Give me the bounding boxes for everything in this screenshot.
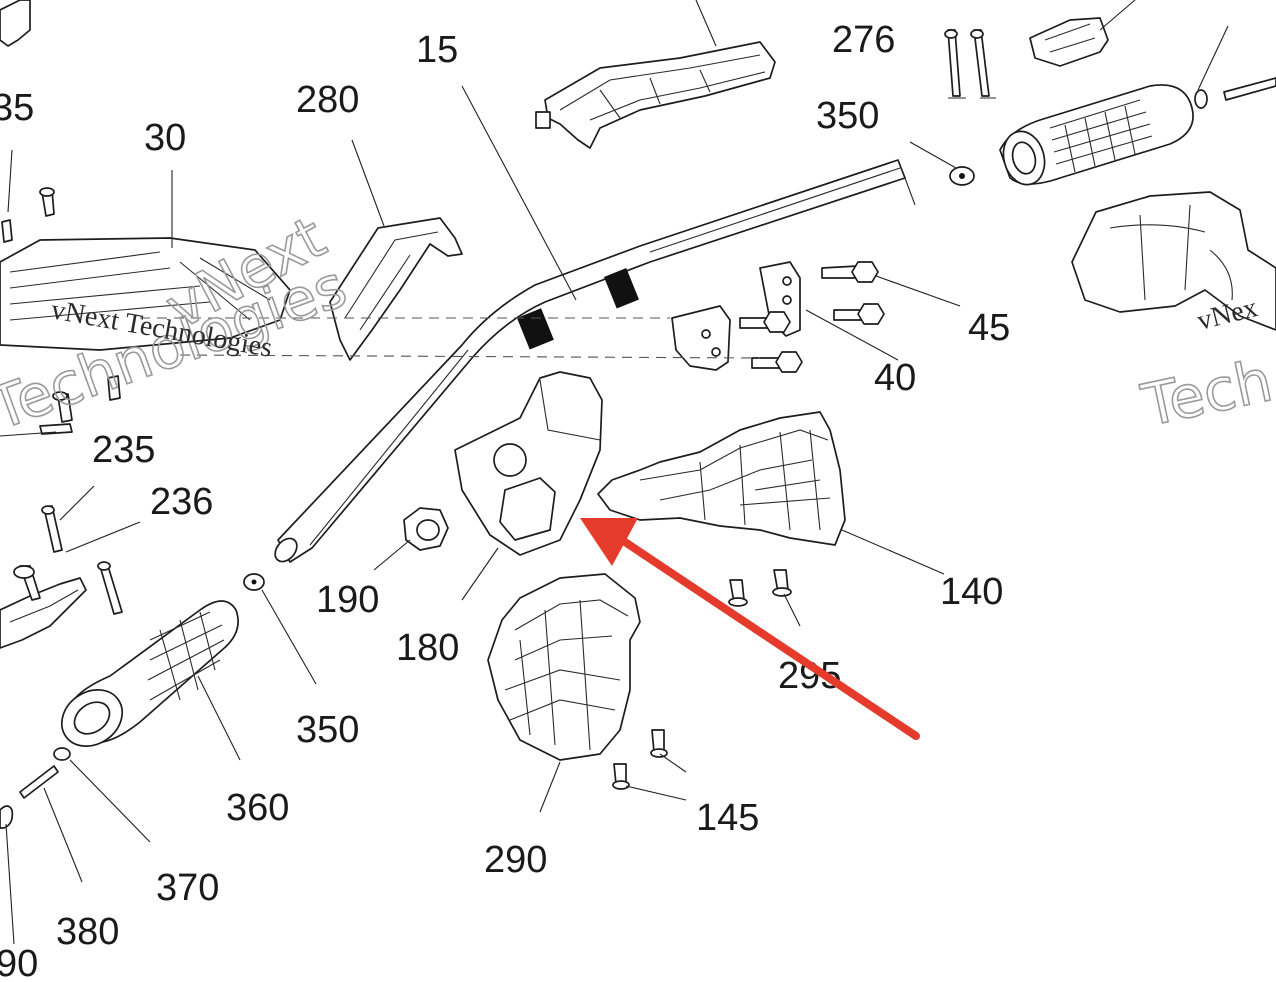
housing-180: [454, 371, 603, 556]
upper-right-switch: [1029, 0, 1136, 67]
bolts-45: [739, 261, 885, 373]
callout-350-bottom: 350: [296, 709, 359, 751]
switch-housing-140: [597, 411, 846, 607]
upper-control-housing: [535, 41, 776, 149]
callout-labels: 15 30 280 35 276 350 45 40 235 236 190 1…: [0, 19, 1010, 982]
clamp-40: [671, 261, 801, 371]
callout-235: 235: [92, 429, 155, 471]
callout-90: 90: [0, 943, 38, 982]
screws-276: [944, 29, 996, 99]
callout-370: 370: [156, 867, 219, 909]
left-lower-parts: [0, 0, 123, 649]
callout-40: 40: [874, 357, 916, 399]
knob-190: [403, 507, 449, 551]
handlebar-tube: [274, 159, 916, 563]
callout-140: 140: [940, 571, 1003, 613]
watermark-vnex-right: vNex: [1194, 292, 1260, 337]
callout-15: 15: [416, 29, 458, 71]
right-grip: [949, 77, 1276, 186]
callout-360: 360: [226, 787, 289, 829]
callout-30: 30: [144, 117, 186, 159]
callout-35: 35: [0, 87, 34, 129]
callout-276: 276: [832, 19, 895, 61]
bracket-280: [329, 217, 463, 361]
callout-380: 380: [56, 911, 119, 953]
callout-290: 290: [484, 839, 547, 881]
left-grip-360: [0, 573, 265, 829]
callout-280: 280: [296, 79, 359, 121]
red-arrow-annotation: [580, 518, 920, 740]
lower-housing-290: [487, 573, 668, 790]
callout-145: 145: [696, 797, 759, 839]
callout-236: 236: [150, 481, 213, 523]
grip-texture: [1049, 99, 1153, 173]
right-housing: [1071, 191, 1276, 331]
left-tray: [0, 187, 291, 351]
callout-45: 45: [968, 307, 1010, 349]
callout-350-top: 350: [816, 95, 879, 137]
alignment-line-2: [179, 354, 761, 359]
leader-lines: [0, 0, 1229, 945]
watermark-tech-right: Tech: [1136, 346, 1276, 440]
callout-180: 180: [396, 627, 459, 669]
callout-190: 190: [316, 579, 379, 621]
